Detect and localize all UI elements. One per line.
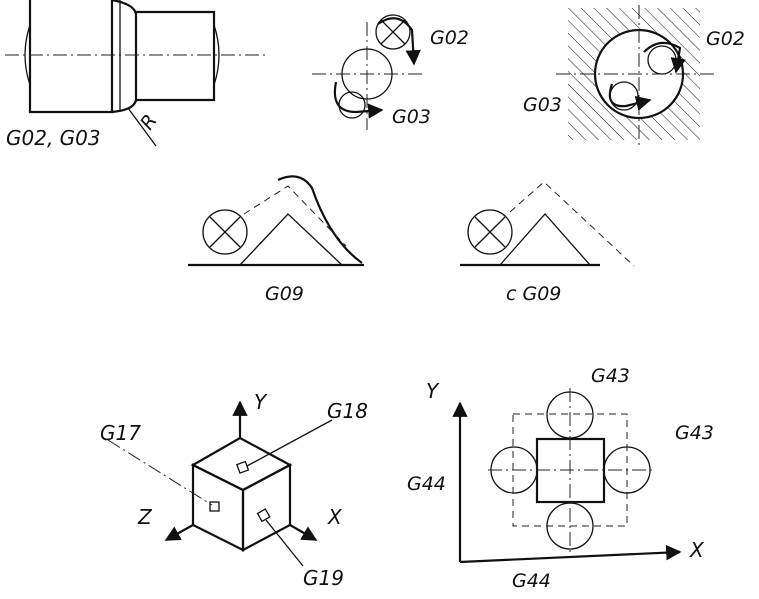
g19-plane-marker (256, 508, 271, 523)
plane-selection-cube: Y X Z G17 G18 G19 (100, 390, 368, 590)
g02-direction-arrow (377, 17, 421, 66)
boss-hatched (341, 48, 393, 100)
g09-overshoot-diagram: G09 (188, 175, 364, 305)
offset-x-axis (459, 544, 682, 564)
overshoot-path (277, 175, 363, 264)
g03-label-circular: G03 (392, 106, 431, 128)
g03-internal-arrow (608, 83, 652, 111)
shaft-large-section (28, 0, 114, 114)
circular-interpolation-internal: G02 G03 (523, 5, 745, 145)
cube-y-label: Y (254, 390, 268, 414)
tool-cross-right-2 (474, 216, 506, 248)
offset-y-label: Y (426, 379, 440, 403)
cube-z-label: Z (137, 505, 153, 529)
cube-z-axis (164, 524, 194, 541)
shaft-small-section (136, 10, 216, 102)
tool-top-circle (375, 14, 411, 50)
g19-label: G19 (303, 566, 344, 590)
radius-leader-line (127, 107, 157, 147)
shaft-turning-diagram: R G02, G03 (5, 0, 265, 150)
circular-interpolation-external: G02 G03 (312, 14, 469, 130)
g09-exact-stop-diagram: c G09 (460, 181, 635, 305)
cube-x-label: X (327, 505, 343, 529)
cube-left-face (191, 463, 245, 552)
cube-right-face (241, 463, 292, 552)
g18-plane-marker (209, 501, 220, 512)
g09-left-label: G09 (265, 283, 304, 305)
tool-circle-right (467, 209, 513, 255)
hatched-material (568, 8, 700, 140)
cube-x-axis (289, 524, 318, 541)
g02-internal-arrow (643, 41, 686, 74)
g02-g03-label: G02, G03 (6, 126, 101, 150)
shaft-radius-shoulder (111, 0, 138, 114)
g09-right-label: c G09 (506, 283, 561, 305)
g03-direction-arrow (333, 81, 384, 119)
offset-x-label: X (689, 538, 705, 562)
break-line-right (213, 24, 220, 86)
g02-label-circular: G02 (430, 27, 469, 49)
g03-label-internal: G03 (523, 94, 562, 116)
g18-label: G18 (327, 399, 368, 423)
tool-bottom-circle (338, 91, 366, 119)
tool-upper-circle (647, 45, 677, 75)
g02-label-internal: G02 (706, 28, 745, 50)
g18-leader (246, 419, 333, 467)
g43-right-label: G43 (675, 422, 714, 444)
programmed-path-left (243, 185, 347, 247)
cube-top-face (190, 436, 293, 492)
radius-label: R (136, 110, 162, 133)
tool-cross-left-2 (209, 216, 241, 248)
g19-leader (265, 519, 304, 567)
tool-circle-left (202, 209, 248, 255)
g44-bottom-label: G44 (512, 570, 551, 592)
g17-leader (107, 439, 213, 506)
programmed-path-right (509, 181, 635, 267)
tool-top-cross-2 (380, 19, 406, 45)
g17-plane-marker (236, 460, 250, 474)
workpiece-peak-right (498, 213, 592, 266)
g43-top-label: G43 (591, 365, 630, 387)
tool-offset-diagram: Y X G43 G43 G44 G44 (407, 365, 714, 592)
g44-left-label: G44 (407, 473, 446, 495)
g17-label: G17 (100, 421, 141, 445)
